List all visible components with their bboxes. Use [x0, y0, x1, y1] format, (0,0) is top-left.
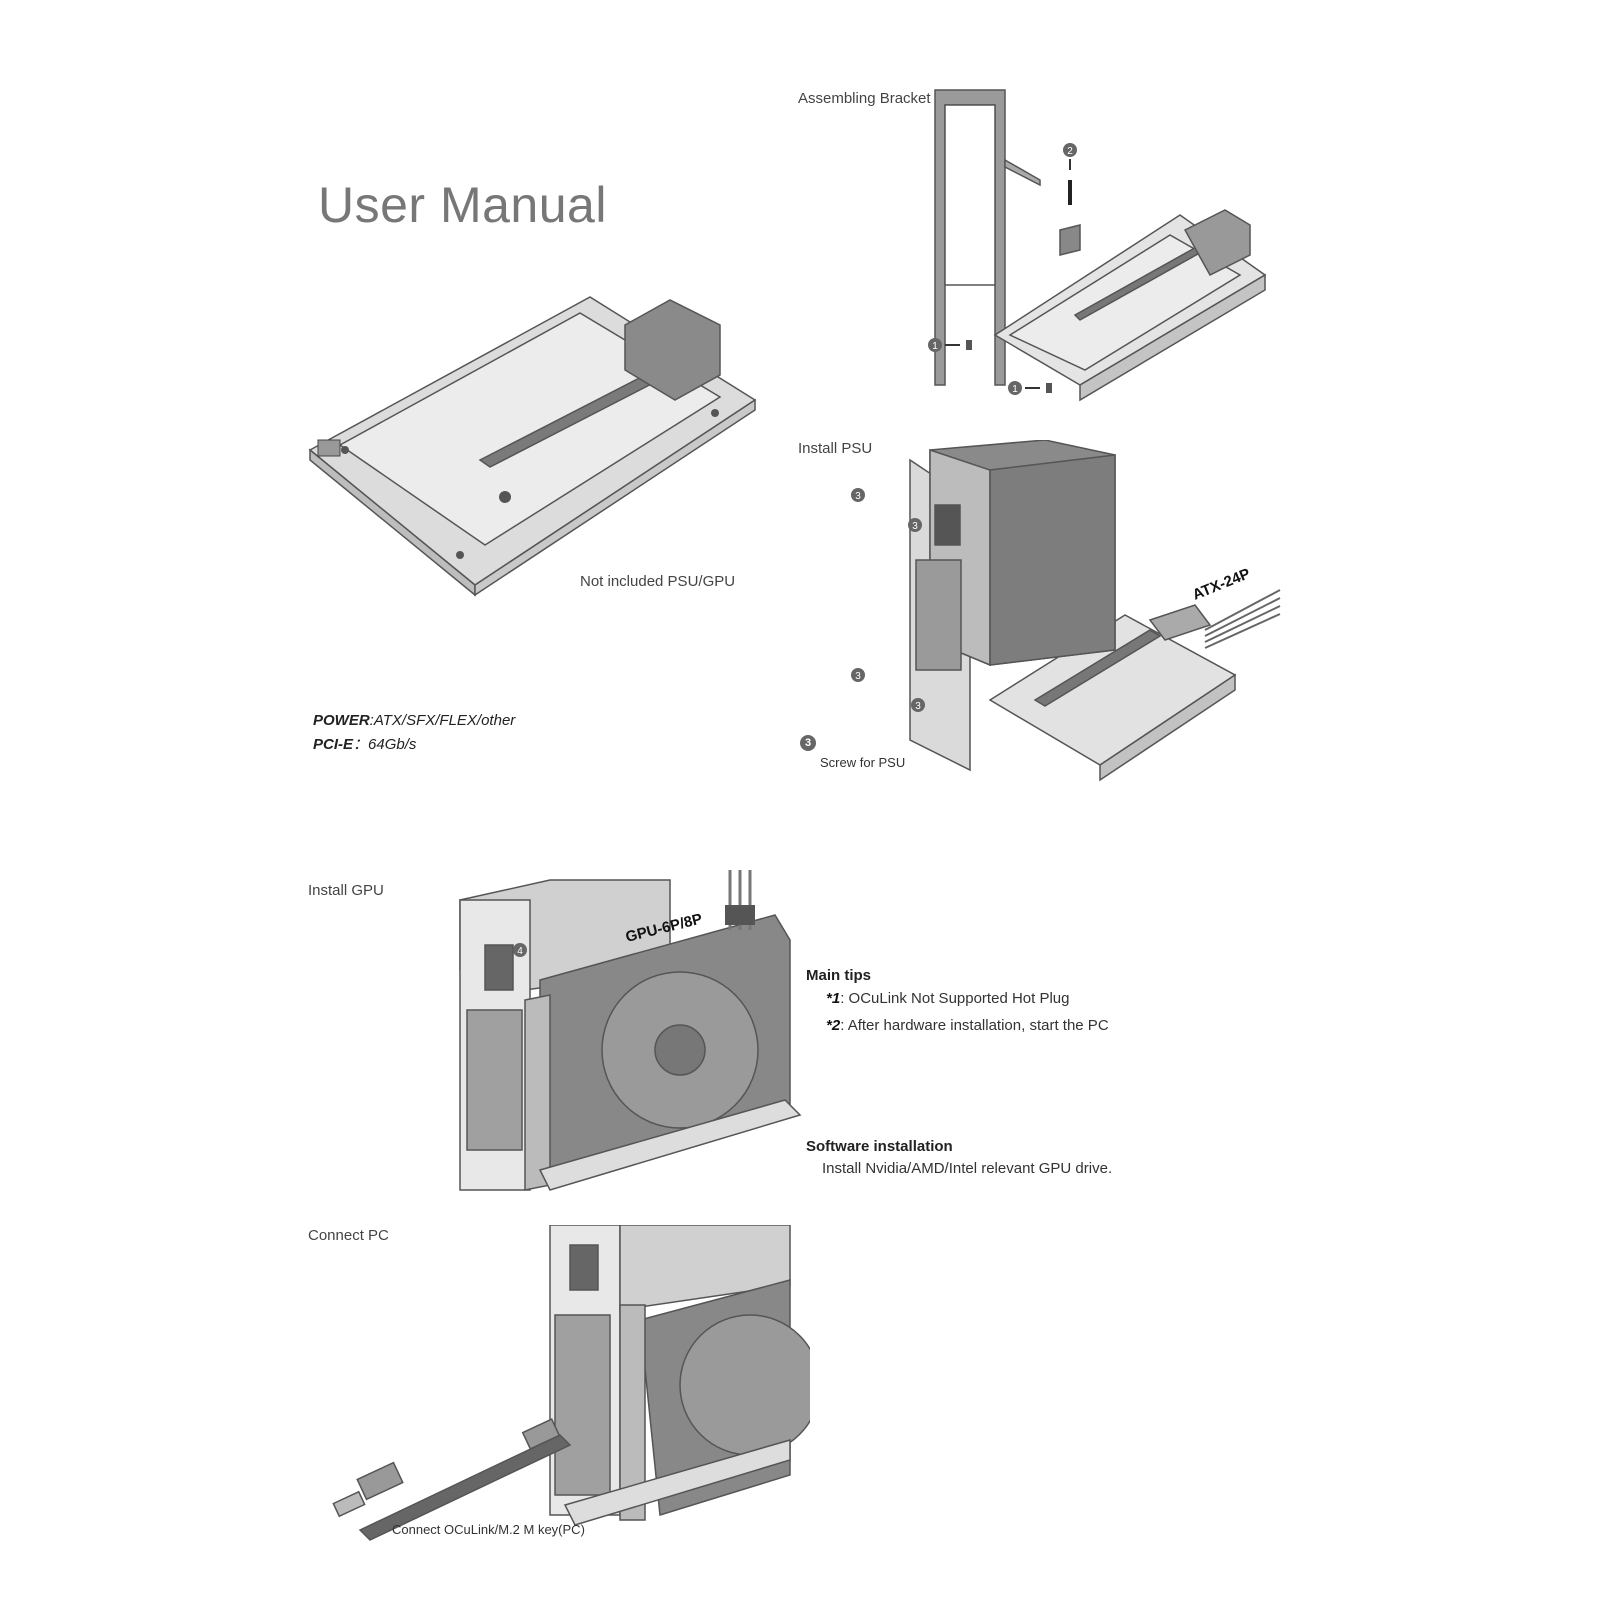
- step-2-badge: 2: [1067, 146, 1073, 157]
- tip-1-text: : OCuLink Not Supported Hot Plug: [840, 990, 1070, 1007]
- spec-power: POWER:ATX/SFX/FLEX/other: [313, 712, 515, 729]
- section-install-psu: Install PSU: [798, 440, 873, 457]
- page-title: User Manual: [318, 177, 607, 233]
- step-3-badge-b: 3: [855, 671, 861, 682]
- step-3-badge-c: 3: [912, 521, 918, 532]
- step-1-badge-a: 1: [932, 341, 938, 352]
- connect-pc-illustration: [332, 1225, 810, 1541]
- dock-board-illustration: [308, 296, 757, 597]
- main-tip-1: *1: OCuLink Not Supported Hot Plug: [826, 990, 1069, 1007]
- step-3-badge-d: 3: [915, 701, 921, 712]
- step-4-badge: 4: [517, 946, 523, 957]
- step-3-badge-a: 3: [855, 491, 861, 502]
- psu-screw-markers: 3 3 3 3: [851, 488, 925, 712]
- psu-illustration: ATX-24P 3 3 3 3: [851, 440, 1281, 782]
- software-heading: Software installation: [806, 1138, 953, 1155]
- section-assembling-bracket: Assembling Bracket: [798, 90, 931, 107]
- spec-power-value: :ATX/SFX/FLEX/other: [369, 712, 516, 729]
- spec-power-label: POWER: [313, 712, 370, 729]
- spec-pcie-value: ：64Gb/s: [353, 736, 417, 753]
- section-install-gpu: Install GPU: [308, 882, 384, 899]
- spec-pcie: PCI-E：64Gb/s: [313, 733, 416, 754]
- tip-2-text: : After hardware installation, start the…: [840, 1017, 1109, 1034]
- screw-legend-badge: 3: [800, 733, 816, 751]
- tip-2-number: *2: [826, 1017, 841, 1034]
- main-tip-2: *2: After hardware installation, start t…: [826, 1017, 1109, 1034]
- spec-pcie-label: PCI-E: [313, 736, 354, 753]
- tip-1-number: *1: [826, 990, 841, 1007]
- section-connect-pc: Connect PC: [308, 1227, 389, 1244]
- gpu-install-illustration: GPU-6P/8P 4: [459, 870, 802, 1191]
- atx-24p-callout: ATX-24P: [1190, 565, 1253, 603]
- main-tips-heading: Main tips: [806, 967, 872, 984]
- bracket-illustration: 2 1 1: [928, 89, 1267, 402]
- step-1-badge-b: 1: [1012, 384, 1018, 395]
- screw-legend: Screw for PSU: [820, 755, 906, 770]
- software-text: Install Nvidia/AMD/Intel relevant GPU dr…: [822, 1160, 1113, 1177]
- connect-caption: Connect OCuLink/M.2 M key(PC): [392, 1522, 585, 1537]
- board-note: Not included PSU/GPU: [580, 573, 736, 590]
